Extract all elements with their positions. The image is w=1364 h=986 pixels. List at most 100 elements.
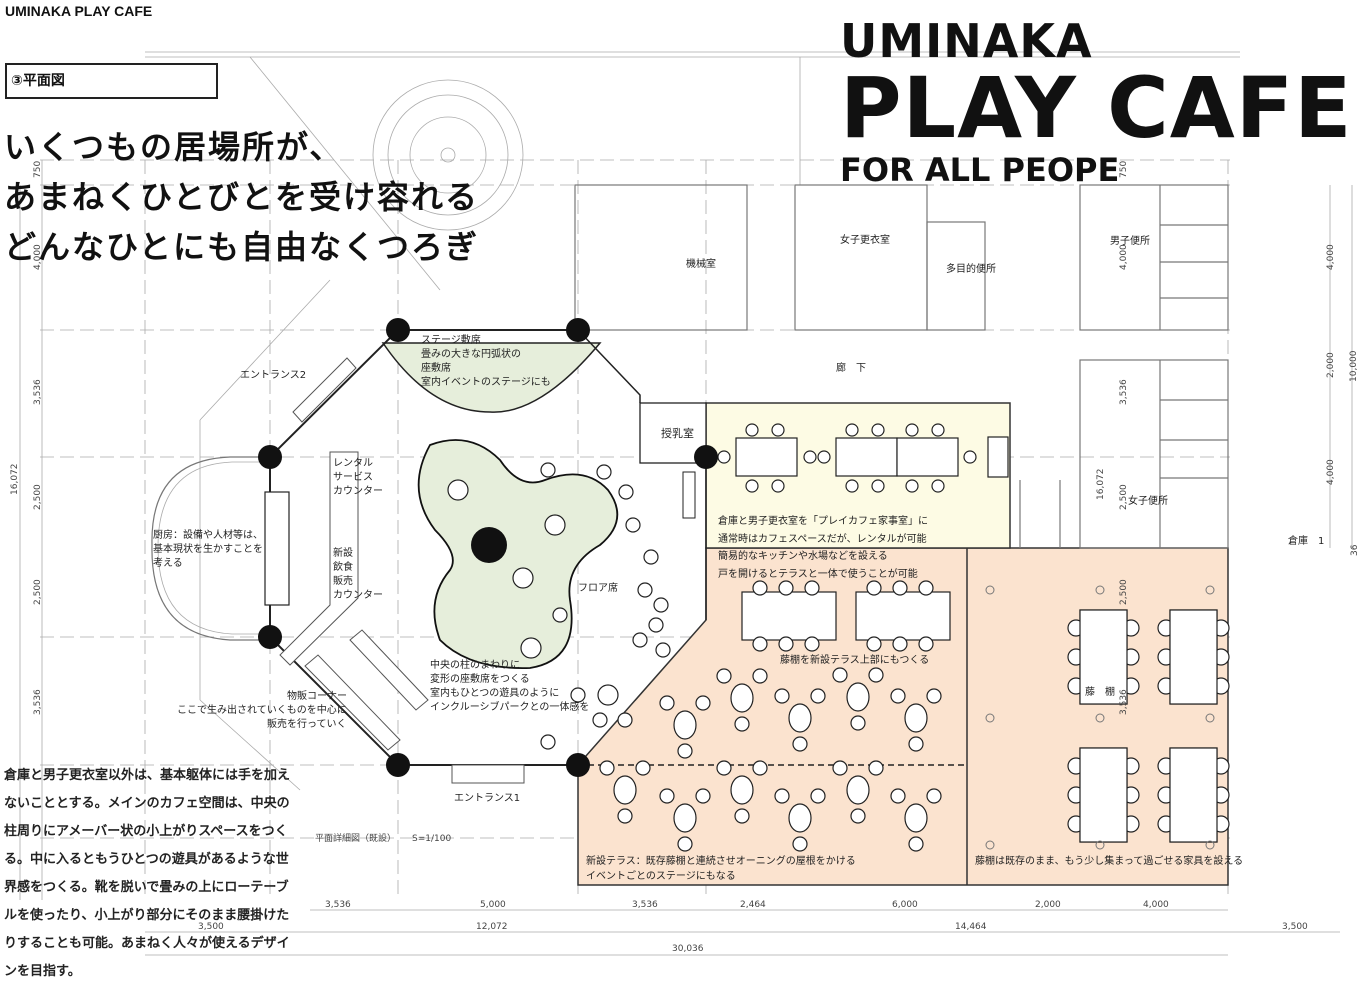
chair (832, 760, 848, 776)
chair (871, 479, 885, 493)
svg-text:中央の柱のまわりに: 中央の柱のまわりに (430, 658, 520, 671)
chair (866, 580, 882, 596)
chair (716, 760, 732, 776)
chair (695, 695, 711, 711)
chair (918, 636, 934, 652)
chair (868, 760, 884, 776)
description-line: 倉庫と男子更衣室以外は、基本躯体には手を加え (4, 768, 291, 783)
chair (908, 736, 924, 752)
chair (659, 695, 675, 711)
pergola-post (1095, 585, 1105, 595)
svg-text:変形の座敷席をつくる: 変形の座敷席をつくる (430, 672, 530, 685)
dimension-lines: 3,536 5,000 3,536 2,464 6,000 2,000 4,00… (10, 160, 1360, 956)
column (258, 625, 282, 649)
svg-text:3,536: 3,536 (1119, 379, 1129, 405)
pergola-post (985, 713, 995, 723)
svg-text:室内イベントのステージにも: 室内イベントのステージにも (421, 375, 551, 388)
svg-text:750: 750 (1119, 161, 1129, 178)
table (855, 591, 951, 641)
chair (803, 450, 817, 464)
chair (659, 788, 675, 804)
chair (752, 668, 768, 684)
svg-text:レンタル: レンタル (333, 457, 373, 469)
round-table (730, 683, 754, 713)
svg-text:カウンター: カウンター (333, 589, 383, 601)
chair (931, 423, 945, 437)
column (694, 445, 718, 469)
svg-text:物販コーナー: 物販コーナー (287, 689, 347, 702)
round-table (673, 710, 697, 740)
round-table (846, 775, 870, 805)
chair (905, 423, 919, 437)
label-storage: 倉庫 1 (1288, 534, 1324, 547)
svg-text:4,000: 4,000 (33, 244, 43, 270)
headline-line: どんなひとにも自由なくつろぎ (4, 228, 480, 266)
chair (774, 688, 790, 704)
design-notes: ステージ敷席 畳みの大きな円弧状の 座敷席 室内イベントのステージにも 厨房：設… (153, 333, 1243, 882)
chair (771, 479, 785, 493)
description-line: ないこととする。メインのカフェ空間は、中央の (4, 796, 290, 811)
svg-text:考える: 考える (153, 557, 183, 569)
svg-text:サービス: サービス (333, 471, 373, 483)
label-corridor: 廊 下 (836, 361, 866, 374)
room-labels: 機械室 女子更衣室 多目的便所 男子便所 女子便所 廊 下 授乳室 倉庫 1 藤… (240, 233, 1324, 804)
svg-text:3,536: 3,536 (632, 900, 658, 910)
label-nursing-room: 授乳室 (661, 426, 694, 440)
chair (890, 788, 906, 804)
svg-text:16,072: 16,072 (1096, 469, 1106, 501)
label-floor-seats: フロア席 (578, 581, 618, 594)
svg-text:3,500: 3,500 (1282, 922, 1308, 932)
label-entrance-1: エントランス1 (454, 792, 520, 804)
svg-text:カウンター: カウンター (333, 485, 383, 497)
logo-line-3: FOR ALL PEOPE (840, 151, 1120, 189)
round-table (788, 703, 812, 733)
chair (637, 582, 653, 598)
description-text: 倉庫と男子更衣室以外は、基本躯体には手を加え ないこととする。メインのカフェ空間… (4, 762, 290, 986)
label-multi-toilet: 多目的便所 (946, 262, 996, 275)
column (566, 753, 590, 777)
column (386, 318, 410, 342)
table (1079, 609, 1128, 705)
chair (592, 712, 608, 728)
svg-text:通常時はカフェスペースだが、レンタルが可能: 通常時はカフェスペースだが、レンタルが可能 (718, 532, 927, 545)
table (1169, 747, 1218, 843)
label-entrance-2: エントランス2 (240, 369, 306, 381)
svg-text:30,036: 30,036 (672, 944, 704, 954)
table (1169, 609, 1218, 705)
svg-text:インクルーシブパークとの一体感を: インクルーシブパークとの一体感を (430, 700, 589, 713)
chair (677, 836, 693, 852)
logo-line-1: UMINAKA (840, 14, 1093, 68)
central-column (471, 527, 507, 563)
label-machine-room: 機械室 (686, 257, 716, 270)
svg-text:飲食: 飲食 (333, 560, 353, 573)
svg-text:3,536: 3,536 (33, 689, 43, 715)
label-wisteria: 藤 棚 (1085, 685, 1115, 698)
chair (745, 423, 759, 437)
headline: いくつもの居場所が、 あまねくひとびとを受け容れる どんなひとにも自由なくつろぎ (4, 122, 479, 272)
chair (653, 597, 669, 613)
chair (734, 716, 750, 732)
svg-text:12,072: 12,072 (476, 922, 508, 932)
svg-text:イベントごとのステージにもなる: イベントごとのステージにもなる (586, 869, 736, 882)
round-table (904, 703, 928, 733)
chair (845, 423, 859, 437)
table (735, 437, 798, 477)
chair (918, 580, 934, 596)
chair (648, 617, 664, 633)
svg-text:4,000: 4,000 (1143, 900, 1169, 910)
chair (892, 580, 908, 596)
pergola-post (985, 585, 995, 595)
svg-text:2,464: 2,464 (740, 900, 766, 910)
svg-text:16,072: 16,072 (10, 464, 20, 496)
svg-text:簡易的なキッチンや水場などを設える: 簡易的なキッチンや水場などを設える (718, 549, 888, 562)
amoeba-seating-zone (417, 439, 619, 669)
chair (570, 687, 586, 703)
svg-text:ステージ敷席: ステージ敷席 (421, 333, 481, 346)
svg-text:2,500: 2,500 (1119, 579, 1129, 605)
chair (850, 715, 866, 731)
fountain-drawing (372, 79, 524, 231)
svg-text:S=1/100: S=1/100 (412, 834, 451, 844)
pergola-post (1095, 840, 1105, 850)
svg-text:倉庫と男子更衣室を「プレイカフェ家事室」に: 倉庫と男子更衣室を「プレイカフェ家事室」に (718, 514, 928, 527)
chair (734, 808, 750, 824)
